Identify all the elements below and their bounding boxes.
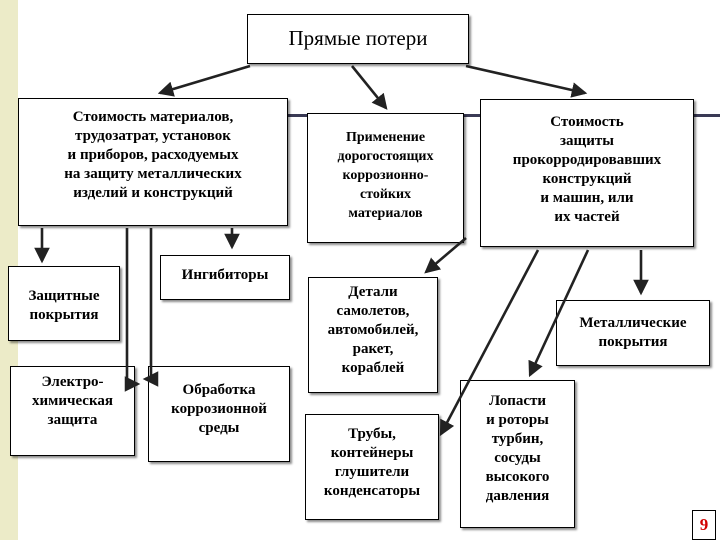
arrow-to-pipes (439, 249, 540, 437)
turbines-text: Лопасти и роторы турбин, сосуды высокого… (485, 393, 550, 504)
protection-cost-box (480, 99, 694, 247)
expensive-materials-text: Применение дорогостоящих коррозионно- ст… (337, 130, 434, 221)
arrow-to-electrochemical (124, 228, 141, 392)
protective-coatings-box (8, 266, 120, 341)
title-box (247, 14, 469, 64)
vehicle-parts-text: Детали самолетов, автомобилей, ракет, ко… (327, 284, 419, 376)
environment-box (148, 366, 290, 462)
protective-coatings-text: Защитные покрытия (28, 288, 100, 323)
electrochemical-text: Электро- химическая защита (32, 374, 113, 428)
arrow-title-to-protection-cost (465, 64, 588, 98)
protection-cost-text: Стоимость защиты прокорродировавших конс… (512, 114, 662, 225)
page-number: 9 (692, 510, 716, 540)
expensive-materials-box (307, 113, 464, 243)
arrow-title-to-materials-cost (157, 64, 251, 97)
page-title: Прямые потери (288, 26, 428, 50)
arrow-to-vehicle-parts (424, 237, 467, 274)
electrochemical-box (10, 366, 135, 456)
inhibitors-text: Ингибиторы (181, 267, 269, 283)
pipes-box (305, 414, 439, 520)
arrow-title-to-expensive-materials (350, 65, 388, 110)
vehicle-parts-box (308, 277, 438, 393)
arrow-to-environment (142, 228, 159, 387)
inhibitors-box (160, 255, 290, 300)
environment-text: Обработка коррозионной среды (171, 382, 267, 436)
pipes-text: Трубы, контейнеры глушители конденсаторы (323, 426, 421, 499)
materials-cost-box (18, 98, 288, 226)
materials-cost-text: Стоимость материалов, трудозатрат, устан… (64, 109, 242, 201)
metal-coatings-box (556, 300, 710, 366)
metal-coatings-text: Металлические покрытия (579, 315, 687, 350)
arrow-to-turbines (528, 249, 590, 378)
turbines-box (460, 380, 575, 528)
